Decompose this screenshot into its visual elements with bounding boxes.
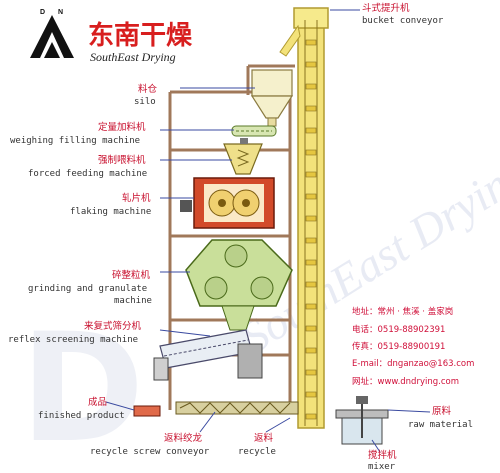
- recycle-screw-conveyor: [175, 401, 299, 415]
- reflex-screening-machine: [153, 329, 263, 381]
- forced-feeding-label-cn: 强制喂料机: [98, 154, 146, 166]
- contact-phone: 电话：0519-88902391: [352, 324, 445, 335]
- contact-address: 地址：常州 · 焦溪 · 盖家岗: [352, 306, 453, 317]
- bucket-conveyor-label-cn: 斗式提升机: [362, 2, 410, 14]
- recycle-label-cn: 返料: [254, 432, 274, 444]
- recycle-screw-label-cn: 返料绞龙: [164, 432, 203, 444]
- logo-emblem-icon: [30, 15, 74, 58]
- contact-website: 网址：www.dndrying.com: [352, 376, 459, 387]
- silo: [250, 69, 294, 127]
- contact-email: E-mail：dnganzao@163.com: [352, 359, 474, 369]
- screening-label-cn: 来复式筛分机: [84, 320, 142, 332]
- grinding-label-en-line1: grinding and granulate: [28, 284, 147, 294]
- finished-product-label-cn: 成品: [88, 396, 107, 408]
- weighing-filling-machine: [231, 125, 277, 137]
- finished-product-bin: [133, 405, 161, 417]
- brand-name-en: SouthEast Drying: [90, 50, 176, 64]
- labels: 斗式提升机 bucket conveyor 料仓 silo 定量加料机 weig…: [8, 2, 473, 472]
- recycle-label-en: recycle: [238, 447, 276, 457]
- bucket-conveyor-label-en: bucket conveyor: [362, 16, 444, 26]
- flaking-label-cn: 轧片机: [122, 192, 151, 204]
- grinding-label-en-line2: machine: [114, 296, 152, 306]
- logo-letter-n: N: [58, 9, 63, 16]
- flaking-label-en: flaking machine: [70, 207, 151, 217]
- recycle-screw-label-en: recycle screw conveyor: [90, 447, 210, 457]
- flaking-machine: [180, 177, 275, 229]
- raw-material-label-cn: 原料: [432, 405, 452, 417]
- finished-product-label-en: finished product: [38, 411, 125, 421]
- mixer: [335, 396, 389, 445]
- mixer-label-cn: 搅拌机: [368, 449, 397, 461]
- grinding-label-cn: 碎整粒机: [112, 269, 151, 281]
- contact-info: 地址：常州 · 焦溪 · 盖家岗 电话：0519-88902391 传真：051…: [352, 306, 474, 387]
- elevator-buckets: [305, 39, 317, 420]
- silo-label-cn: 料仓: [138, 83, 158, 95]
- weighing-label-cn: 定量加料机: [98, 121, 146, 133]
- leader-lines: [105, 9, 431, 453]
- screening-label-en: reflex screening machine: [8, 335, 138, 345]
- company-logo: D N 东南干燥 SouthEast Drying: [30, 9, 193, 64]
- silo-label-en: silo: [134, 97, 156, 107]
- watermark-logo-glyph: D: [20, 302, 145, 473]
- logo-letter-d: D: [40, 9, 45, 16]
- brand-name-cn: 东南干燥: [88, 20, 193, 51]
- mixer-label-en: mixer: [368, 462, 396, 472]
- raw-material-label-en: raw material: [408, 420, 473, 430]
- grinding-granulate-machine: [185, 239, 293, 331]
- forced-feeding-machine: [223, 138, 263, 175]
- weighing-label-en: weighing filling machine: [10, 136, 140, 146]
- forced-feeding-label-en: forced feeding machine: [28, 169, 147, 179]
- contact-fax: 传真：0519-88900191: [352, 341, 445, 352]
